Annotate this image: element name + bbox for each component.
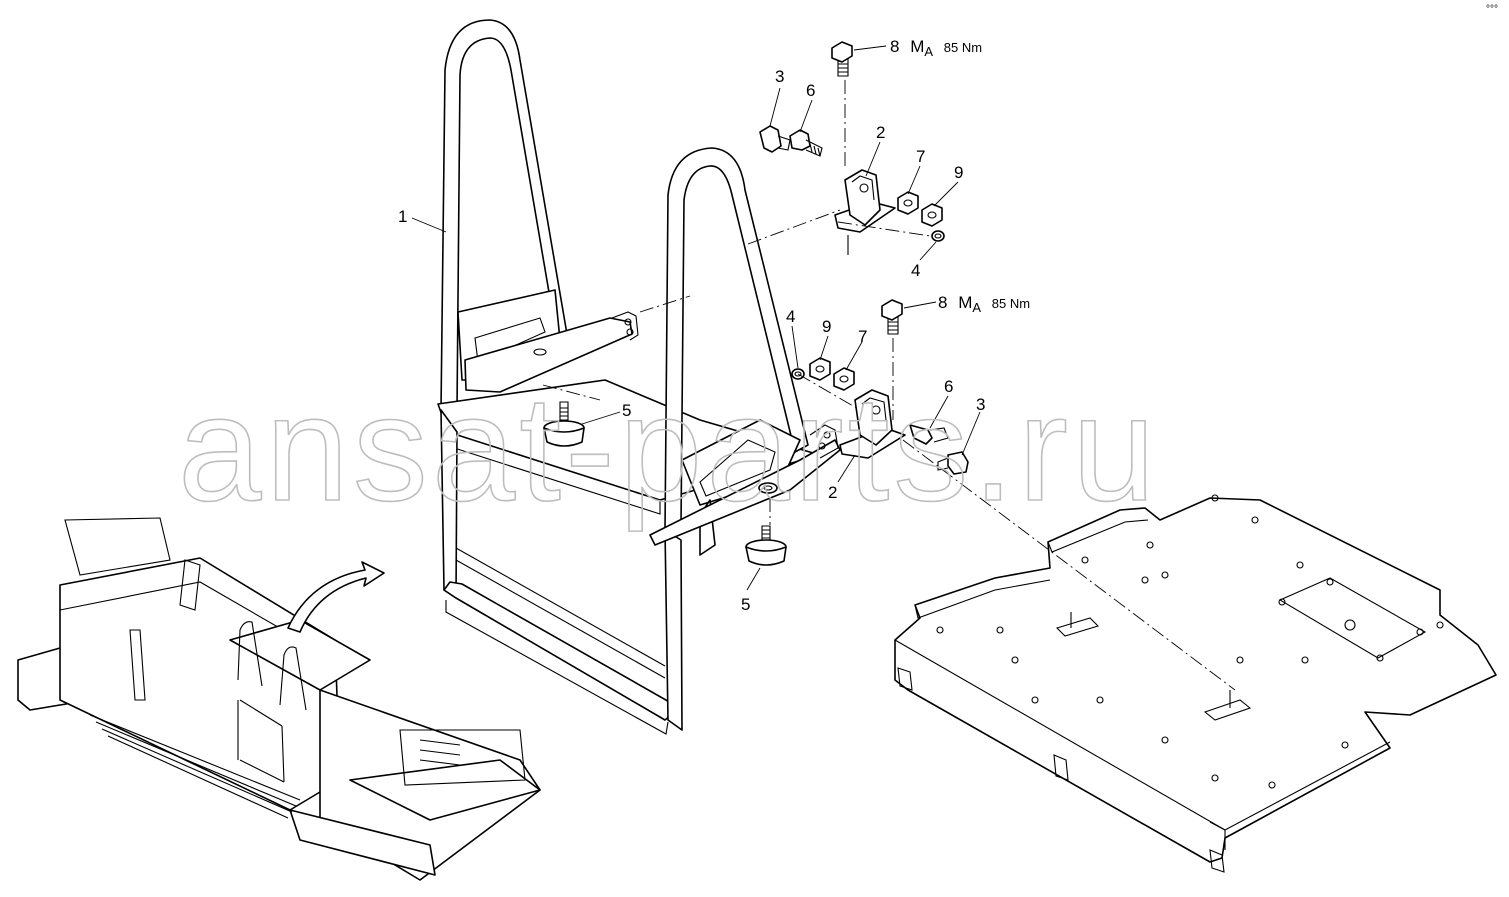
callout-9: 9 [822, 317, 831, 336]
assembly-axis-lines [542, 80, 1236, 691]
callout-9: 9 [954, 163, 963, 182]
corner-mark: °°° [1486, 4, 1498, 15]
callout-4: 4 [786, 307, 795, 326]
torque-number: 8 [938, 293, 947, 312]
callout-6: 6 [944, 377, 953, 396]
callout-5: 5 [622, 401, 631, 420]
torque-value: 85 Nm [992, 296, 1030, 311]
torque-note-upper: 8 MA 85 Nm [890, 37, 982, 60]
callout-3: 3 [775, 67, 784, 86]
rubber-feet [543, 401, 787, 566]
upper-hinge-assembly [759, 41, 945, 255]
callout-4: 4 [911, 261, 920, 280]
svg-text:8 MA 85 Nm: 8 MA 85 Nm [890, 37, 982, 60]
callout-7: 7 [916, 147, 925, 166]
callout-labels: 1 2 2 3 3 4 4 5 5 6 6 7 7 9 9 [398, 67, 985, 614]
torque-m: M [958, 293, 972, 312]
callout-2: 2 [828, 483, 837, 502]
svg-text:8 MA 85 Nm: 8 MA 85 Nm [938, 293, 1030, 316]
callout-3: 3 [976, 395, 985, 414]
callout-5: 5 [741, 595, 750, 614]
callout-2: 2 [876, 123, 885, 142]
torque-note-lower: 8 MA 85 Nm [938, 293, 1030, 316]
torque-number: 8 [890, 37, 899, 56]
callout-leaders [411, 45, 981, 591]
torque-subscript: A [924, 44, 933, 59]
torque-m: M [910, 37, 924, 56]
watermark: ansat-parts.ru [178, 364, 1159, 532]
torque-value: 85 Nm [944, 40, 982, 55]
floor-plate-bolts [936, 494, 1444, 789]
callout-6: 6 [806, 81, 815, 100]
torque-subscript: A [972, 300, 981, 315]
floor-plate [894, 494, 1497, 873]
callout-7: 7 [858, 327, 867, 346]
paver-machine [17, 517, 541, 881]
callout-1: 1 [398, 207, 407, 226]
ladder-frame [437, 19, 841, 735]
